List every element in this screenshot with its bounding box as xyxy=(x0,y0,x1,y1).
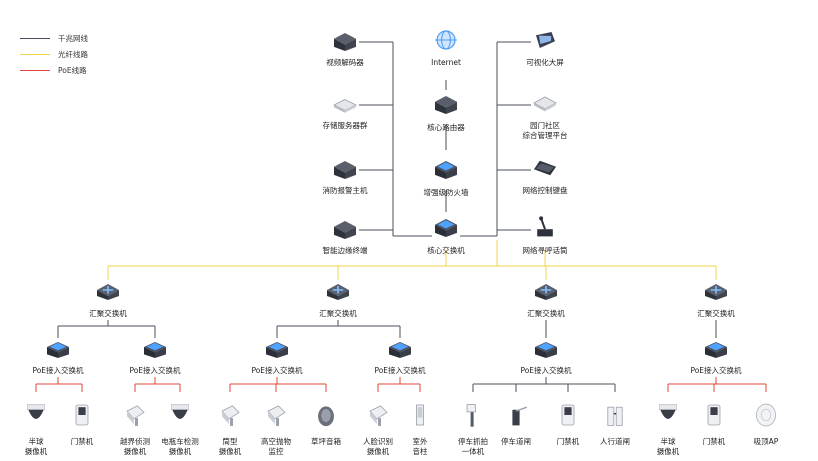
core-right-label: 网络控制键盘 xyxy=(522,186,568,195)
parking-barrier-icon xyxy=(504,402,528,428)
aggregation-switch-label: 汇聚交换机 xyxy=(319,309,357,318)
core-router-icon xyxy=(433,94,459,116)
aggregation-switch-icon xyxy=(533,282,559,302)
poe-access-switch-icon xyxy=(142,340,168,360)
management-platform-icon xyxy=(532,91,558,115)
device-label: 门禁机 xyxy=(702,437,726,446)
core-center-label: 核心路由器 xyxy=(427,123,465,132)
poe-access-switch-label: PoE接入交换机 xyxy=(374,366,426,375)
poe-access-switch-label: PoE接入交换机 xyxy=(520,366,572,375)
core-center-label: 核心交换机 xyxy=(427,246,465,255)
legend-label-poe: PoE线路 xyxy=(58,65,87,75)
aggregation-switch-icon xyxy=(95,282,121,302)
core-right-label: 园门社区综合管理平台 xyxy=(522,121,568,140)
device-label: 门禁机 xyxy=(70,437,94,446)
door-access-icon xyxy=(556,402,580,428)
outdoor-speaker-column-icon xyxy=(408,402,432,428)
device-label: 电瓶车检测摄像机 xyxy=(161,437,199,456)
core-right-label: 可视化大屏 xyxy=(526,58,564,67)
door-access-icon xyxy=(70,402,94,428)
video-wall-icon xyxy=(532,28,558,52)
face-camera-icon xyxy=(366,402,390,428)
intrusion-camera-icon xyxy=(123,402,147,428)
device-label: 门禁机 xyxy=(556,437,580,446)
ceiling-ap-icon xyxy=(754,402,778,428)
core-switch-icon xyxy=(433,217,459,239)
device-label: 草坪音箱 xyxy=(311,437,341,446)
bullet-camera-icon xyxy=(218,402,242,428)
edge-terminal-icon xyxy=(332,219,358,241)
legend-label-gigabit: 千兆网线 xyxy=(58,33,88,43)
legend-swatch-fiber xyxy=(20,53,50,55)
core-right-label: 网络寻呼话筒 xyxy=(522,246,568,255)
core-left-label: 视频解码器 xyxy=(326,58,364,67)
high-altitude-camera-icon xyxy=(264,402,288,428)
legend-swatch-poe xyxy=(20,69,50,71)
device-label: 越界侦测摄像机 xyxy=(120,437,150,456)
aggregation-switch-icon xyxy=(325,282,351,302)
core-left-label: 存储服务器群 xyxy=(322,121,368,130)
control-keyboard-icon xyxy=(532,156,558,180)
poe-access-switch-label: PoE接入交换机 xyxy=(32,366,84,375)
video-decoder-icon xyxy=(332,31,358,53)
storage-server-icon xyxy=(332,94,358,116)
firewall-icon xyxy=(433,159,459,181)
device-label: 半球摄像机 xyxy=(656,437,680,456)
device-label: 筒型摄像机 xyxy=(218,437,242,456)
device-label: 半球摄像机 xyxy=(24,437,48,456)
poe-access-switch-icon xyxy=(264,340,290,360)
paging-mic-icon xyxy=(532,216,558,240)
poe-access-switch-label: PoE接入交换机 xyxy=(690,366,742,375)
legend-swatch-gigabit xyxy=(20,37,50,39)
legend-item-fiber: 光纤线路 xyxy=(20,46,88,62)
device-label: 人行道闸 xyxy=(600,437,630,446)
dome-camera-icon xyxy=(656,402,680,428)
dome-camera-icon xyxy=(24,402,48,428)
core-center-label: 增强级防火墙 xyxy=(423,188,469,197)
poe-access-switch-icon xyxy=(387,340,413,360)
device-label: 停车道闸 xyxy=(501,437,531,446)
pedestrian-gate-icon xyxy=(603,402,627,428)
poe-access-switch-label: PoE接入交换机 xyxy=(129,366,181,375)
door-access-icon xyxy=(702,402,726,428)
legend-item-gigabit: 千兆网线 xyxy=(20,30,88,46)
aggregation-switch-label: 汇聚交换机 xyxy=(697,309,735,318)
poe-access-switch-label: PoE接入交换机 xyxy=(251,366,303,375)
device-label: 停车抓拍一体机 xyxy=(458,437,488,456)
poe-access-switch-icon xyxy=(703,340,729,360)
internet-globe-icon xyxy=(433,29,459,51)
aggregation-switch-label: 汇聚交换机 xyxy=(89,309,127,318)
device-label: 室外音柱 xyxy=(412,437,428,456)
device-label: 吸顶AP xyxy=(753,437,779,446)
aggregation-switch-label: 汇聚交换机 xyxy=(527,309,565,318)
lpr-camera-icon xyxy=(461,402,485,428)
core-left-label: 智能边缘终端 xyxy=(322,246,368,255)
device-label: 人脸识别摄像机 xyxy=(363,437,393,456)
legend: 千兆网线 光纤线路 PoE线路 xyxy=(20,30,88,78)
legend-label-fiber: 光纤线路 xyxy=(58,49,88,59)
ebike-camera-icon xyxy=(168,402,192,428)
fire-alarm-host-icon xyxy=(332,159,358,181)
legend-item-poe: PoE线路 xyxy=(20,62,88,78)
device-label: 高空抛物监控 xyxy=(261,437,291,456)
lawn-speaker-icon xyxy=(314,402,338,428)
poe-access-switch-icon xyxy=(45,340,71,360)
core-center-label: Internet xyxy=(431,58,461,67)
core-left-label: 消防报警主机 xyxy=(322,186,368,195)
aggregation-switch-icon xyxy=(703,282,729,302)
poe-access-switch-icon xyxy=(533,340,559,360)
